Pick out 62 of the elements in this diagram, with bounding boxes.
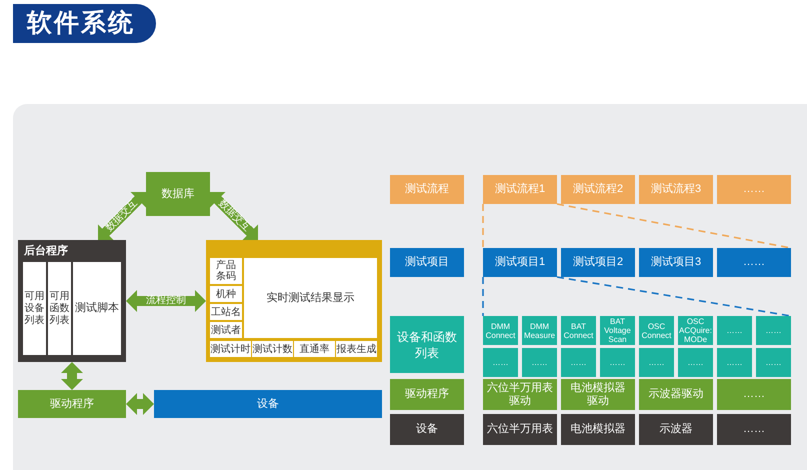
function-tile: …… [678, 348, 713, 377]
flow-box: 测试流程3 [639, 175, 713, 204]
double-arrow [61, 362, 83, 390]
result-area: 实时测试结果显示 [244, 258, 377, 338]
row-header: 设备和函数列表 [390, 316, 464, 373]
panel-title: 后台程序 [24, 245, 68, 258]
function-tile: …… [756, 348, 791, 377]
function-tile: DMM Connect [483, 316, 518, 345]
status-tile: 测试计数 [252, 341, 293, 357]
edge-label: 流程控制 [145, 296, 187, 306]
dashed-line [482, 277, 484, 316]
function-tile: …… [717, 316, 752, 345]
row-header: 测试流程 [390, 175, 464, 204]
function-tile: …… [600, 348, 635, 377]
driver-box: 驱动程序 [18, 390, 126, 418]
function-tile: …… [561, 348, 596, 377]
dashed-line [556, 276, 792, 317]
function-tile: OSC ACQuire: MODe [678, 316, 713, 345]
function-tile: …… [717, 348, 752, 377]
status-tile: 报表生成 [336, 341, 377, 357]
function-tile: …… [522, 348, 557, 377]
test-item-box: 测试项目3 [639, 248, 713, 277]
flow-box: 测试流程1 [483, 175, 557, 204]
list-box: 可用设备列表 [23, 262, 46, 355]
driver-box: 电池模拟器驱动 [561, 379, 635, 410]
field-tile: 工站名 [210, 304, 242, 320]
row-header: 测试项目 [390, 248, 464, 277]
flow-box: …… [717, 175, 791, 204]
device-box: 电池模拟器 [561, 414, 635, 445]
test-item-box: 测试项目2 [561, 248, 635, 277]
dashed-line [482, 204, 484, 248]
test-item-box: …… [717, 248, 791, 277]
function-tile: …… [756, 316, 791, 345]
backend-panel [18, 240, 126, 362]
display-panel [206, 240, 382, 362]
list-box: 可用函数列表 [48, 262, 71, 355]
title-banner: 软件系统 [13, 4, 156, 43]
status-tile: 直通率 [294, 341, 335, 357]
status-tile: 测试计时 [210, 341, 251, 357]
database-box: 数据库 [146, 172, 210, 216]
row-header: 驱动程序 [390, 379, 464, 410]
function-tile: BAT Voltage Scan [600, 316, 635, 345]
test-item-box: 测试项目1 [483, 248, 557, 277]
double-arrow [126, 393, 154, 415]
flow-box: 测试流程2 [561, 175, 635, 204]
device-box: 示波器 [639, 414, 713, 445]
script-box: 测试脚本 [73, 262, 121, 355]
driver-box: 六位半万用表驱动 [483, 379, 557, 410]
field-tile: 测试者 [210, 322, 242, 338]
function-tile: …… [483, 348, 518, 377]
function-tile: OSC Connect [639, 316, 674, 345]
function-tile: …… [639, 348, 674, 377]
field-tile: 产品条码 [210, 258, 242, 284]
driver-box: 示波器驱动 [639, 379, 713, 410]
driver-box: …… [717, 379, 791, 410]
device-box: 六位半万用表 [483, 414, 557, 445]
device-box: …… [717, 414, 791, 445]
device-bar: 设备 [154, 390, 382, 418]
function-tile: BAT Connect [561, 316, 596, 345]
row-header: 设备 [390, 414, 464, 445]
field-tile: 机种 [210, 286, 242, 302]
function-tile: DMM Measure [522, 316, 557, 345]
